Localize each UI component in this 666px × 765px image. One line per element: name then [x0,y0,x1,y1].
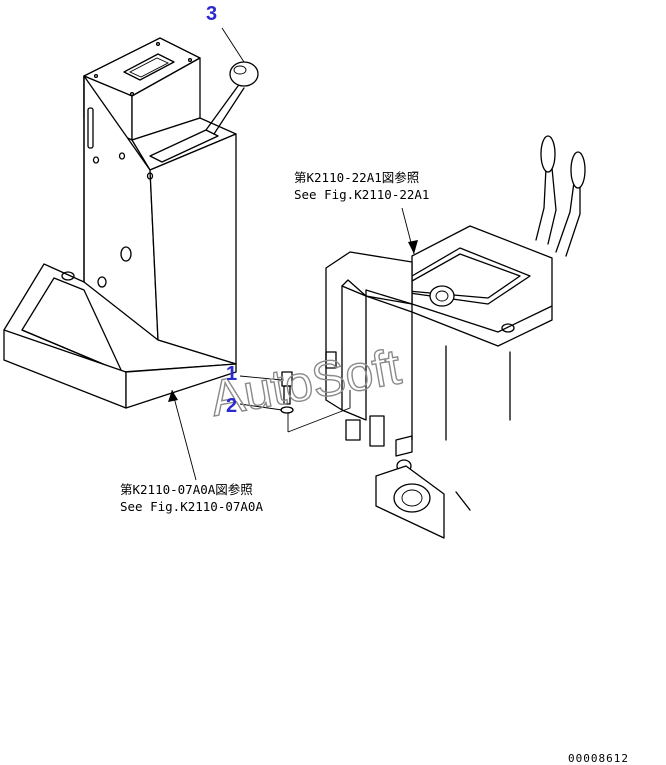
callout-2: 2 [226,395,237,417]
drawing-code: 00008612 [568,752,629,765]
leader-1 [239,375,283,381]
leader-ref-bottom [171,389,197,481]
leader-2 [239,403,283,411]
callout-1: 1 [226,363,237,385]
callout-3: 3 [206,3,217,25]
left-console-tower [3,37,259,409]
ref-top-jp: 第K2110-22A1図参照 [294,170,419,185]
ref-bottom-jp: 第K2110-07A0A図参照 [120,482,253,497]
ref-top-en: See Fig.K2110-22A1 [294,187,429,202]
leader-3 [221,27,245,63]
right-control-assembly [325,135,586,539]
ref-bottom-en: See Fig.K2110-07A0A [120,499,263,514]
